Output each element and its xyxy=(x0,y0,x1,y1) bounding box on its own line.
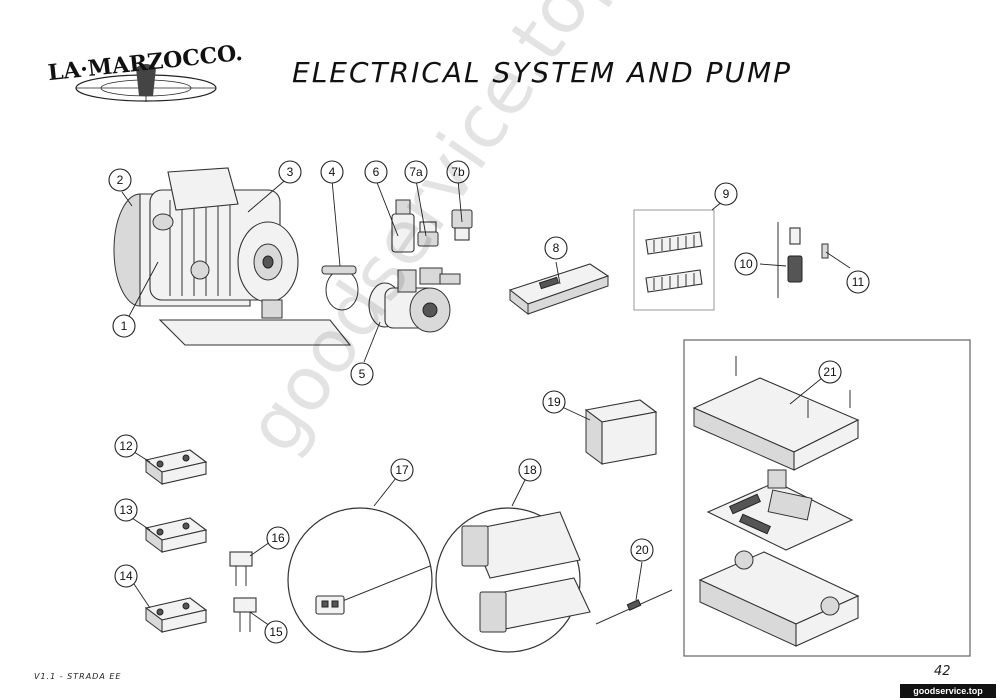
svg-text:21: 21 xyxy=(823,365,837,379)
solid-state-relay-12 xyxy=(144,449,208,485)
svg-text:9: 9 xyxy=(723,187,730,201)
small-module-16 xyxy=(229,551,253,586)
callout-19: 19 xyxy=(542,390,566,414)
svg-text:1: 1 xyxy=(121,319,128,333)
fuse xyxy=(821,243,829,259)
control-unit-circuit-board xyxy=(706,469,854,551)
callout-9: 9 xyxy=(714,182,738,206)
callout-7b: 7b xyxy=(446,160,470,184)
control-unit-base xyxy=(698,550,860,647)
callout-18: 18 xyxy=(518,458,542,482)
callout-6: 6 xyxy=(364,160,388,184)
callout-1: 1 xyxy=(112,314,136,338)
footer-model: V1.1 - STRADA EE xyxy=(34,672,122,681)
svg-text:19: 19 xyxy=(547,395,561,409)
flat-cable-detail-18 xyxy=(435,507,591,653)
callout-16: 16 xyxy=(266,526,290,550)
terminal-block-lower xyxy=(645,269,703,293)
svg-text:5: 5 xyxy=(359,367,366,381)
svg-text:20: 20 xyxy=(635,543,649,557)
svg-text:4: 4 xyxy=(329,165,336,179)
terminal-blocks-box xyxy=(633,209,715,311)
pump-clamp xyxy=(321,265,359,311)
svg-text:13: 13 xyxy=(119,503,133,517)
motor-assembly xyxy=(113,167,352,346)
callout-11: 11 xyxy=(846,270,870,294)
callout-8: 8 xyxy=(544,236,568,260)
callout-15: 15 xyxy=(264,620,288,644)
fitting-6 xyxy=(391,199,415,253)
svg-text:7a: 7a xyxy=(409,165,423,179)
callout-13: 13 xyxy=(114,498,138,522)
control-unit-frame xyxy=(683,339,971,657)
terminal-block-upper xyxy=(645,231,703,255)
fitting-7b xyxy=(451,209,473,241)
solid-state-relay-13 xyxy=(144,517,208,553)
fuse-holder xyxy=(777,222,803,298)
control-box-19 xyxy=(584,399,658,465)
la-marzocco-logo: LA·MARZOCCO. xyxy=(47,40,244,102)
svg-text:3: 3 xyxy=(287,165,294,179)
svg-text:18: 18 xyxy=(523,463,537,477)
svg-text:2: 2 xyxy=(117,173,124,187)
fitting-7a xyxy=(417,221,439,247)
control-unit-cover xyxy=(692,356,860,471)
svg-text:7b: 7b xyxy=(451,165,465,179)
svg-text:12: 12 xyxy=(119,439,133,453)
svg-text:15: 15 xyxy=(269,625,283,639)
callout-2: 2 xyxy=(108,168,132,192)
callout-21: 21 xyxy=(818,360,842,384)
callout-17: 17 xyxy=(390,458,414,482)
callout-20: 20 xyxy=(630,538,654,562)
page-number: 42 xyxy=(934,664,951,679)
callout-3: 3 xyxy=(278,160,302,184)
solid-state-relay-14 xyxy=(144,597,208,633)
source-badge: goodservice.top xyxy=(900,684,996,698)
probe-rod-20 xyxy=(595,589,673,625)
svg-text:16: 16 xyxy=(271,531,285,545)
page-title: ELECTRICAL SYSTEM AND PUMP xyxy=(292,56,793,89)
callout-14: 14 xyxy=(114,564,138,588)
svg-text:8: 8 xyxy=(553,241,560,255)
small-module-15 xyxy=(233,597,257,632)
svg-text:17: 17 xyxy=(395,463,409,477)
rotary-pump xyxy=(368,267,461,333)
callout-4: 4 xyxy=(320,160,344,184)
callout-5: 5 xyxy=(350,362,374,386)
callout-10: 10 xyxy=(734,252,758,276)
callout-7a: 7a xyxy=(404,160,428,184)
cable-detail-17 xyxy=(287,507,433,653)
electronic-module-8 xyxy=(508,263,610,316)
svg-text:6: 6 xyxy=(373,165,380,179)
svg-text:10: 10 xyxy=(739,257,753,271)
svg-text:14: 14 xyxy=(119,569,133,583)
svg-text:11: 11 xyxy=(852,275,865,289)
leader-lines xyxy=(121,175,851,627)
callout-12: 12 xyxy=(114,434,138,458)
